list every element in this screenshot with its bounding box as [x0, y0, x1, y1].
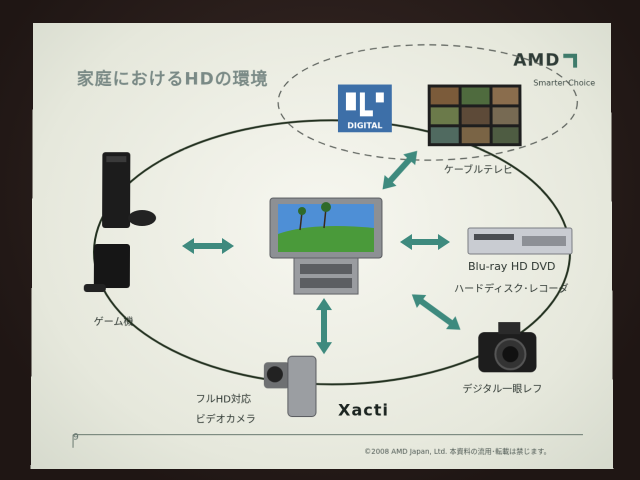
cable-tv-screens-icon [427, 84, 522, 147]
arrow-tv-camcorder [315, 297, 332, 354]
arrow-tv-recorder [400, 234, 451, 250]
hd-environment-diagram: DIGITAL [31, 23, 614, 469]
camcorder-icon [263, 356, 316, 416]
digital-tv-logo-text: DIGITAL [347, 121, 382, 130]
arrow-game-tv [181, 238, 234, 254]
presentation-slide: 家庭におけるHDの環境 AMD Smarter Choice ケーブルテレビ ゲ… [30, 22, 614, 469]
arrow-tv-dslr [411, 294, 460, 330]
digital-tv-logo-icon: DIGITAL [337, 84, 392, 133]
bluray-recorder-icon [467, 227, 573, 255]
connection-arrows [181, 151, 460, 354]
arrow-tv-broadcast [382, 151, 418, 190]
dslr-camera-icon [478, 321, 537, 372]
flat-panel-tv-icon [269, 197, 383, 295]
playstation-console-icon [83, 244, 130, 292]
xbox-console-icon [102, 152, 157, 229]
